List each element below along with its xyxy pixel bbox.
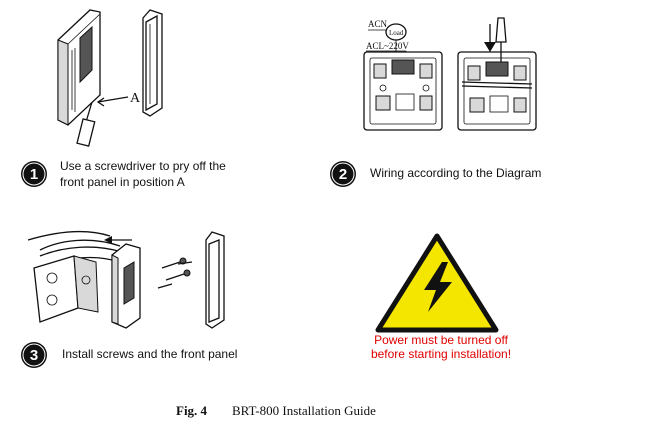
- acl-label: ACL~220V: [366, 41, 409, 51]
- step-3-number: 3: [30, 347, 38, 364]
- warning-text-line2: before starting installation!: [371, 347, 511, 361]
- step-1: 1 Use a screwdriver to pry off the front…: [21, 159, 226, 189]
- step-2-badge: [330, 161, 356, 187]
- acn-label: ACN: [368, 19, 388, 29]
- lightning-bolt-icon: [424, 262, 452, 312]
- step-2-number: 2: [339, 166, 347, 183]
- position-a-label: A: [130, 91, 141, 106]
- step3-illustration: [27, 230, 225, 329]
- figure-title: BRT-800 Installation Guide: [232, 403, 376, 418]
- figure-number: Fig. 4: [176, 403, 208, 418]
- warning-text-line1: Power must be turned off: [374, 333, 509, 347]
- step-1-text-line1: Use a screwdriver to pry off the: [60, 159, 226, 173]
- step-1-badge: [21, 161, 47, 187]
- step1-illustration: A: [57, 9, 163, 147]
- step-2-text: Wiring according to the Diagram: [370, 166, 541, 180]
- step-3-badge: [21, 342, 47, 368]
- step2-illustration: ACN Load ACL~220V: [363, 17, 537, 131]
- step-2: 2 Wiring according to the Diagram: [330, 161, 541, 187]
- step-1-text-line2: front panel in position A: [60, 175, 185, 189]
- step-1-number: 1: [30, 166, 38, 183]
- load-label: Load: [389, 29, 404, 37]
- step-3: 3 Install screws and the front panel: [21, 342, 237, 368]
- step-3-text: Install screws and the front panel: [62, 347, 237, 361]
- warning-sign: [375, 233, 499, 333]
